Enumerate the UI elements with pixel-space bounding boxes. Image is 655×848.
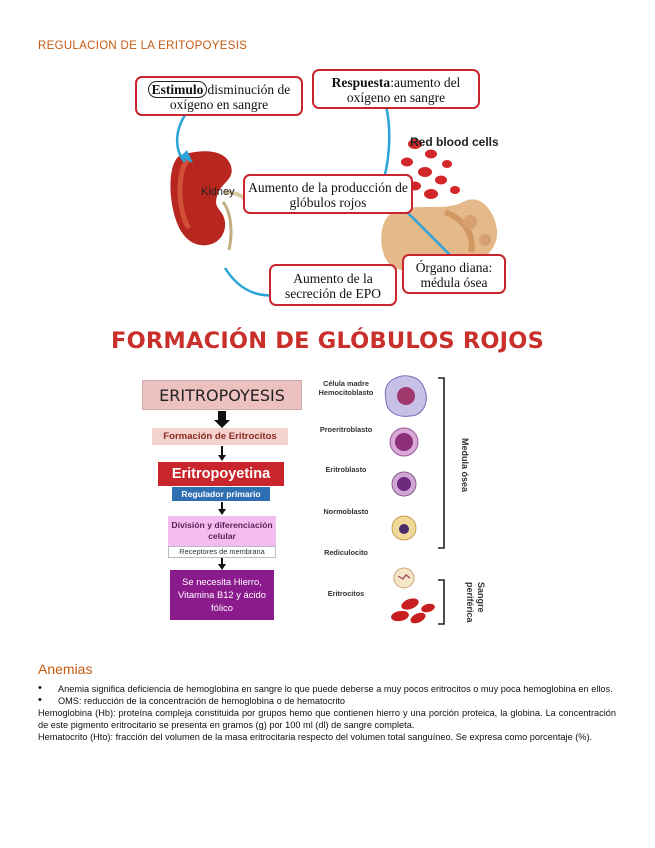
anemias-bullets: Anemia significa deficiencia de hemoglob… <box>38 682 616 707</box>
hematocrito-paragraph: Hematocrito (Hto): fracción del volumen … <box>38 732 593 743</box>
section-heading-regulacion: REGULACION DE LA ERITOPOYESIS <box>38 40 248 52</box>
bracket-lines <box>438 377 445 625</box>
stem-cell-icon <box>384 375 427 417</box>
cell-illustrations <box>384 375 445 625</box>
reticulocyte-icon <box>393 567 415 589</box>
formacion-title: FORMACIÓN DE GLÓBULOS ROJOS <box>111 328 544 354</box>
proeritroblasto-label: Proeritroblasto <box>319 425 373 434</box>
eritropoyetina-box: Eritropoyetina <box>158 462 284 486</box>
arrow-down-icon <box>218 509 226 515</box>
arrow-down-icon <box>218 564 226 570</box>
estimulo-text: disminución de oxígeno en sangre <box>169 82 291 112</box>
sangre-periferica-label: Sangre periférica <box>465 582 486 623</box>
division-box: División y diferenciación celular <box>168 516 276 546</box>
regulation-diagram-graphics <box>170 88 498 297</box>
proeritroblast-icon <box>389 427 419 457</box>
formacion-eritrocitos-box: Formación de Eritrocitos <box>152 428 288 445</box>
celula-madre-label: Célula madre Hemocitoblasto <box>318 379 374 397</box>
estimulo-label: Estimulo <box>147 81 208 98</box>
normoblast-icon <box>391 515 417 541</box>
anemias-title: Anemias <box>38 661 93 677</box>
list-item: Anemia significa deficiencia de hemoglob… <box>38 682 616 695</box>
respuesta-text: aumento del oxígeno en sangre <box>346 75 461 105</box>
thick-arrowhead-icon <box>214 420 230 428</box>
erythrocytes-icon <box>391 598 435 624</box>
respuesta-box: Respuesta:aumento del oxígeno en sangre <box>312 69 480 109</box>
arrow-shaft-2 <box>221 502 223 510</box>
arrow-shaft-1 <box>221 446 223 455</box>
bone-marrow-illustration <box>381 199 498 272</box>
normoblasto-label: Normoblasto <box>323 507 369 516</box>
reticulocito-label: Rediculocito <box>324 548 368 557</box>
eritropoyesis-flow: ERITROPOYESIS Formación de Eritrocitos E… <box>140 378 310 628</box>
respuesta-label: Respuesta <box>331 75 391 90</box>
eritroblasto-label: Eritroblasto <box>325 465 367 474</box>
medula-osea-label: Medula ósea <box>460 438 470 493</box>
se-necesita-box: Se necesita Hierro, Vitamina B12 y ácido… <box>170 570 274 620</box>
kidney-illustration <box>170 151 257 251</box>
receptores-box: Receptores de membrana <box>168 546 276 558</box>
eritrocitos-label: Eritrocitos <box>327 589 365 598</box>
kidney-label: Kidney <box>201 186 235 198</box>
thick-arrow-down-icon <box>218 411 226 421</box>
organo-diana-box: Órgano diana: médula ósea <box>402 254 506 294</box>
arrow-shaft-3 <box>221 558 223 564</box>
aumento-epo-box: Aumento de la secreción de EPO <box>269 264 397 306</box>
arrow-down-icon <box>218 455 226 461</box>
regulador-primario-box: Regulador primario <box>172 487 270 501</box>
erythroblast-icon <box>391 471 417 497</box>
red-blood-cells-label: Red blood cells <box>410 135 499 149</box>
hemoglobina-paragraph: Hemoglobina (Hb): proteína compleja cons… <box>38 708 616 731</box>
eritropoyesis-box: ERITROPOYESIS <box>142 380 302 410</box>
list-item: OMS: reducción de la concentración de he… <box>38 694 616 707</box>
aumento-produccion-box: Aumento de la producción de glóbulos roj… <box>243 174 413 214</box>
cell-stages: Célula madre Hemocitoblasto Proeritrobla… <box>300 372 500 634</box>
anemias-text: Anemia significa deficiencia de hemoglob… <box>38 682 616 743</box>
